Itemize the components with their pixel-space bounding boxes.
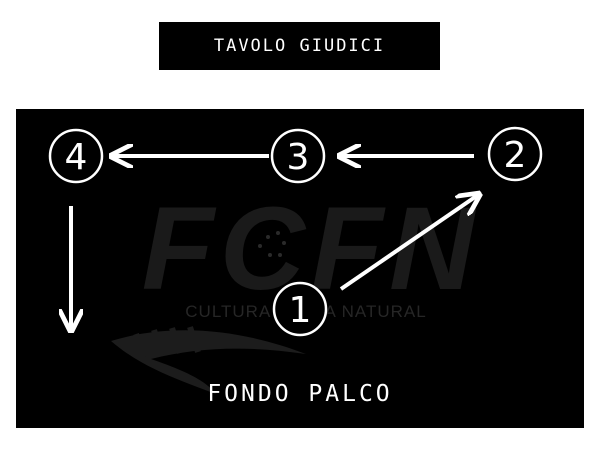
position-1: 1 bbox=[272, 281, 328, 337]
stage-back-label: FONDO PALCO bbox=[207, 381, 393, 407]
watermark-stars bbox=[258, 231, 286, 257]
position-3-label: 3 bbox=[287, 137, 310, 178]
judges-table: TAVOLO GIUDICI bbox=[159, 22, 440, 70]
watermark-swoosh-lines bbox=[133, 326, 201, 358]
arrow-1-to-2 bbox=[339, 195, 478, 291]
position-2: 2 bbox=[487, 126, 543, 182]
judges-table-label: TAVOLO GIUDICI bbox=[213, 36, 386, 56]
stage: FCFN CULTURA FISICA NATURAL 4 3 bbox=[16, 109, 584, 428]
position-2-label: 2 bbox=[504, 135, 527, 176]
position-4-label: 4 bbox=[65, 137, 88, 178]
position-3: 3 bbox=[270, 128, 326, 184]
position-1-label: 1 bbox=[289, 290, 312, 331]
position-4: 4 bbox=[48, 128, 104, 184]
stage-diagram: FCFN CULTURA FISICA NATURAL 4 3 bbox=[48, 126, 543, 394]
